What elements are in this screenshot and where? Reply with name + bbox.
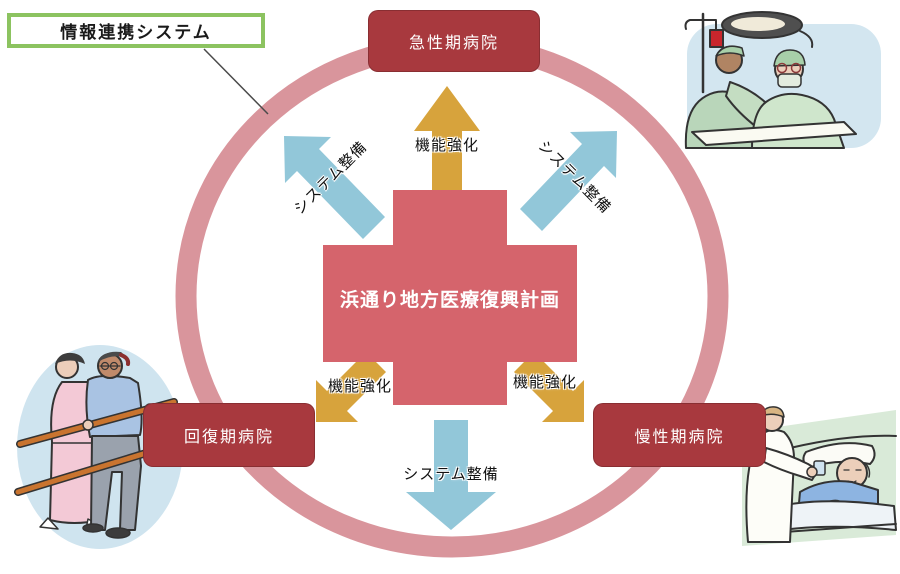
system-arrow-up-left <box>284 136 385 239</box>
bedside-care-illustration <box>742 406 897 546</box>
function-label-bottom-right: 機能強化 <box>512 373 577 391</box>
operating-table <box>691 121 857 146</box>
node-chronic-hospital: 慢性期病院 <box>593 403 766 467</box>
center-plan-label: 浜通り地方医療復興計画 <box>339 289 560 311</box>
legend-pointer-line <box>203 48 269 115</box>
medical-cross <box>323 190 577 405</box>
system-arrow-up-right <box>520 131 617 231</box>
patient-figure <box>85 374 143 438</box>
legend-label: 情報連携システム <box>60 23 212 43</box>
node-acute-hospital: 急性期病院 <box>368 10 540 72</box>
function-label-top: 機能強化 <box>414 136 479 154</box>
rehabilitation-illustration <box>14 345 183 549</box>
function-arrow-down-left <box>316 352 386 422</box>
legend-box: 情報連携システム <box>7 13 265 48</box>
function-arrow-down-right <box>514 352 584 422</box>
node-recovery-hospital: 回復期病院 <box>143 403 315 467</box>
system-label-bottom: システム整備 <box>403 465 499 483</box>
surgery-illustration <box>684 11 881 149</box>
iv-blood-bag <box>709 29 724 48</box>
system-arrow-down <box>406 420 496 530</box>
glasses-icon <box>776 62 788 74</box>
function-label-bottom-left: 機能強化 <box>327 377 392 395</box>
function-arrow-up <box>414 86 480 190</box>
